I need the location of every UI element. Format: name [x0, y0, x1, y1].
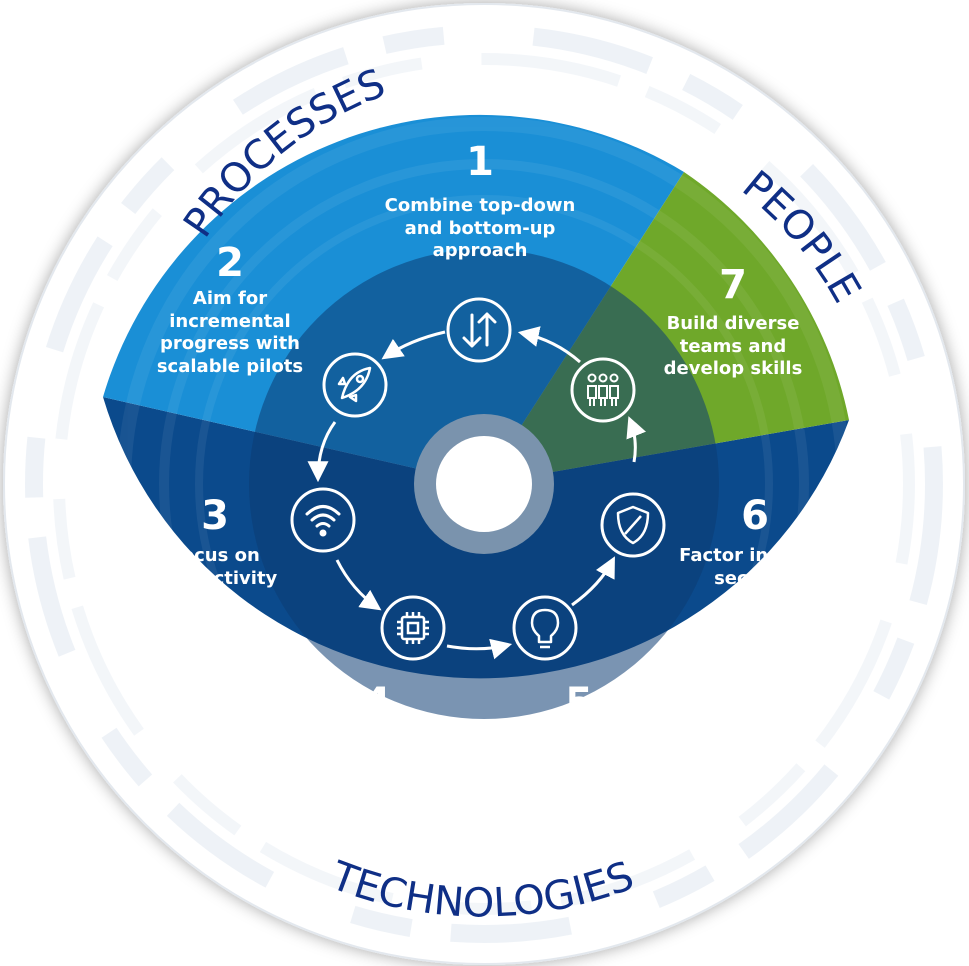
step7-icon-circle — [570, 357, 636, 423]
step5-label: Introduce the right technologies — [486, 732, 672, 776]
lightbulb-icon — [530, 608, 560, 649]
step4-number: 4 — [363, 680, 391, 726]
step1-label: Combine top-down and bottom-up approach — [384, 195, 576, 261]
step2-icon-circle — [322, 352, 388, 418]
step6-icon-circle — [600, 492, 666, 558]
chip-icon — [397, 612, 429, 644]
decorative-rings — [25, 25, 943, 943]
step2-number: 2 — [216, 240, 244, 286]
step4-icon-circle — [380, 595, 446, 661]
step7-number: 7 — [719, 262, 747, 308]
step4-label: Integrate digital infrastructure and dat… — [293, 732, 461, 798]
step5-icon-circle — [512, 595, 578, 661]
up-down-arrows-icon — [462, 312, 497, 348]
cycle-arrows — [307, 326, 646, 660]
hub-center — [436, 436, 532, 532]
step6-number: 6 — [741, 493, 769, 539]
step3-number: 3 — [201, 493, 229, 539]
step5-number: 5 — [565, 680, 593, 726]
step3-icon-circle — [290, 487, 356, 553]
step3-label: Focus on connectivity — [152, 545, 278, 589]
shield-icon — [616, 505, 650, 545]
wifi-icon — [305, 505, 341, 537]
step1-icon-circle — [446, 297, 512, 363]
people-icon — [587, 373, 619, 406]
step2-label: Aim for incremental progress with scalab… — [156, 288, 304, 377]
rocket-icon — [337, 366, 372, 403]
step6-label: Factor in cyber security — [679, 545, 831, 589]
ring-texture — [117, 117, 851, 851]
step1-number: 1 — [466, 139, 494, 185]
step7-label: Build diverse teams and develop skills — [663, 313, 803, 379]
